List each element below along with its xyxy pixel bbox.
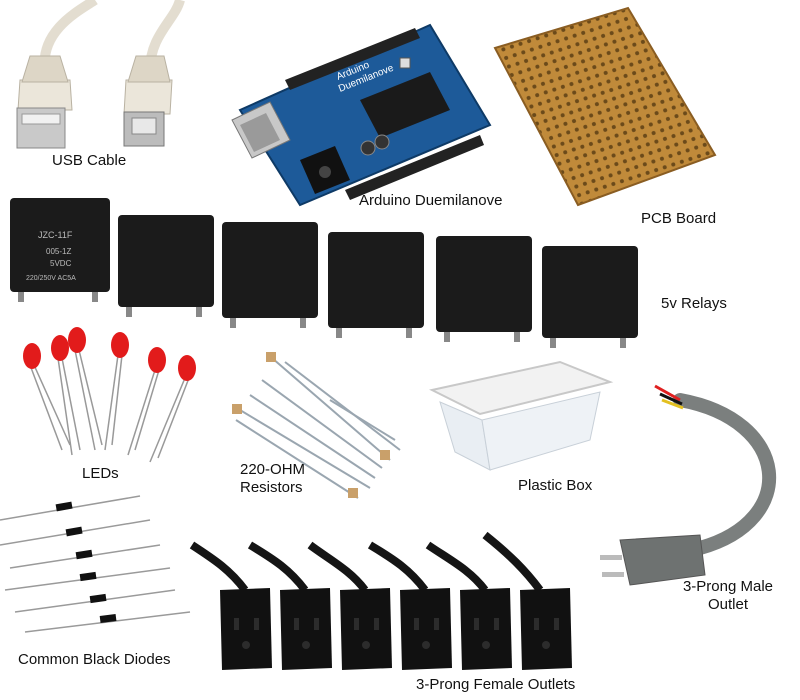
usb-cable-label: USB Cable: [52, 152, 127, 169]
diodes-label: Common Black Diodes: [18, 651, 171, 668]
relay-1: JZC-11F 005-1Z 5VDC 220/250V AC5A: [10, 198, 110, 302]
resistors-label: 220-OHM Resistors: [240, 461, 305, 497]
male-outlet-label-line2: Outlet: [707, 596, 749, 613]
female-outlets-image: [189, 531, 572, 670]
leds-label: LEDs: [82, 465, 119, 482]
male-outlet-label: 3-Prong Male Outlet: [679, 578, 777, 614]
relay-rating-text: 220/250V AC5A: [26, 275, 76, 282]
pcb-board-image: [493, 6, 717, 207]
plastic-box-label: Plastic Box: [518, 477, 593, 494]
plastic-box-image: [429, 360, 614, 471]
arduino-board-image: Arduino Duemilanove: [231, 23, 492, 207]
relay-6: [542, 246, 638, 348]
female-outlets-label: 3-Prong Female Outlets: [416, 676, 576, 693]
diodes-image: [0, 495, 191, 633]
relay-3: [222, 222, 318, 328]
relay-code-text: 005-1Z: [46, 247, 71, 256]
male-outlet-cable-image: [600, 384, 777, 586]
resistors-label-line2: Resistors: [240, 479, 303, 496]
relay-4: [328, 232, 424, 338]
leds-image: [23, 327, 196, 463]
relay-model-text: JZC-11F: [38, 230, 73, 240]
arduino-label: Arduino Duemilanove: [359, 192, 503, 209]
relay-voltage-text: 5VDC: [50, 259, 72, 268]
relays-image: JZC-11F 005-1Z 5VDC 220/250V AC5A: [10, 198, 638, 348]
relay-5: [436, 236, 532, 342]
male-outlet-label-line1: 3-Prong Male: [682, 578, 774, 595]
resistors-image: [232, 352, 401, 499]
pcb-board-label: PCB Board: [641, 210, 717, 227]
relay-2: [118, 215, 214, 317]
usb-cable-image: [16, 0, 185, 149]
resistors-label-line1: 220-OHM: [240, 461, 306, 478]
relays-label: 5v Relays: [661, 295, 727, 312]
